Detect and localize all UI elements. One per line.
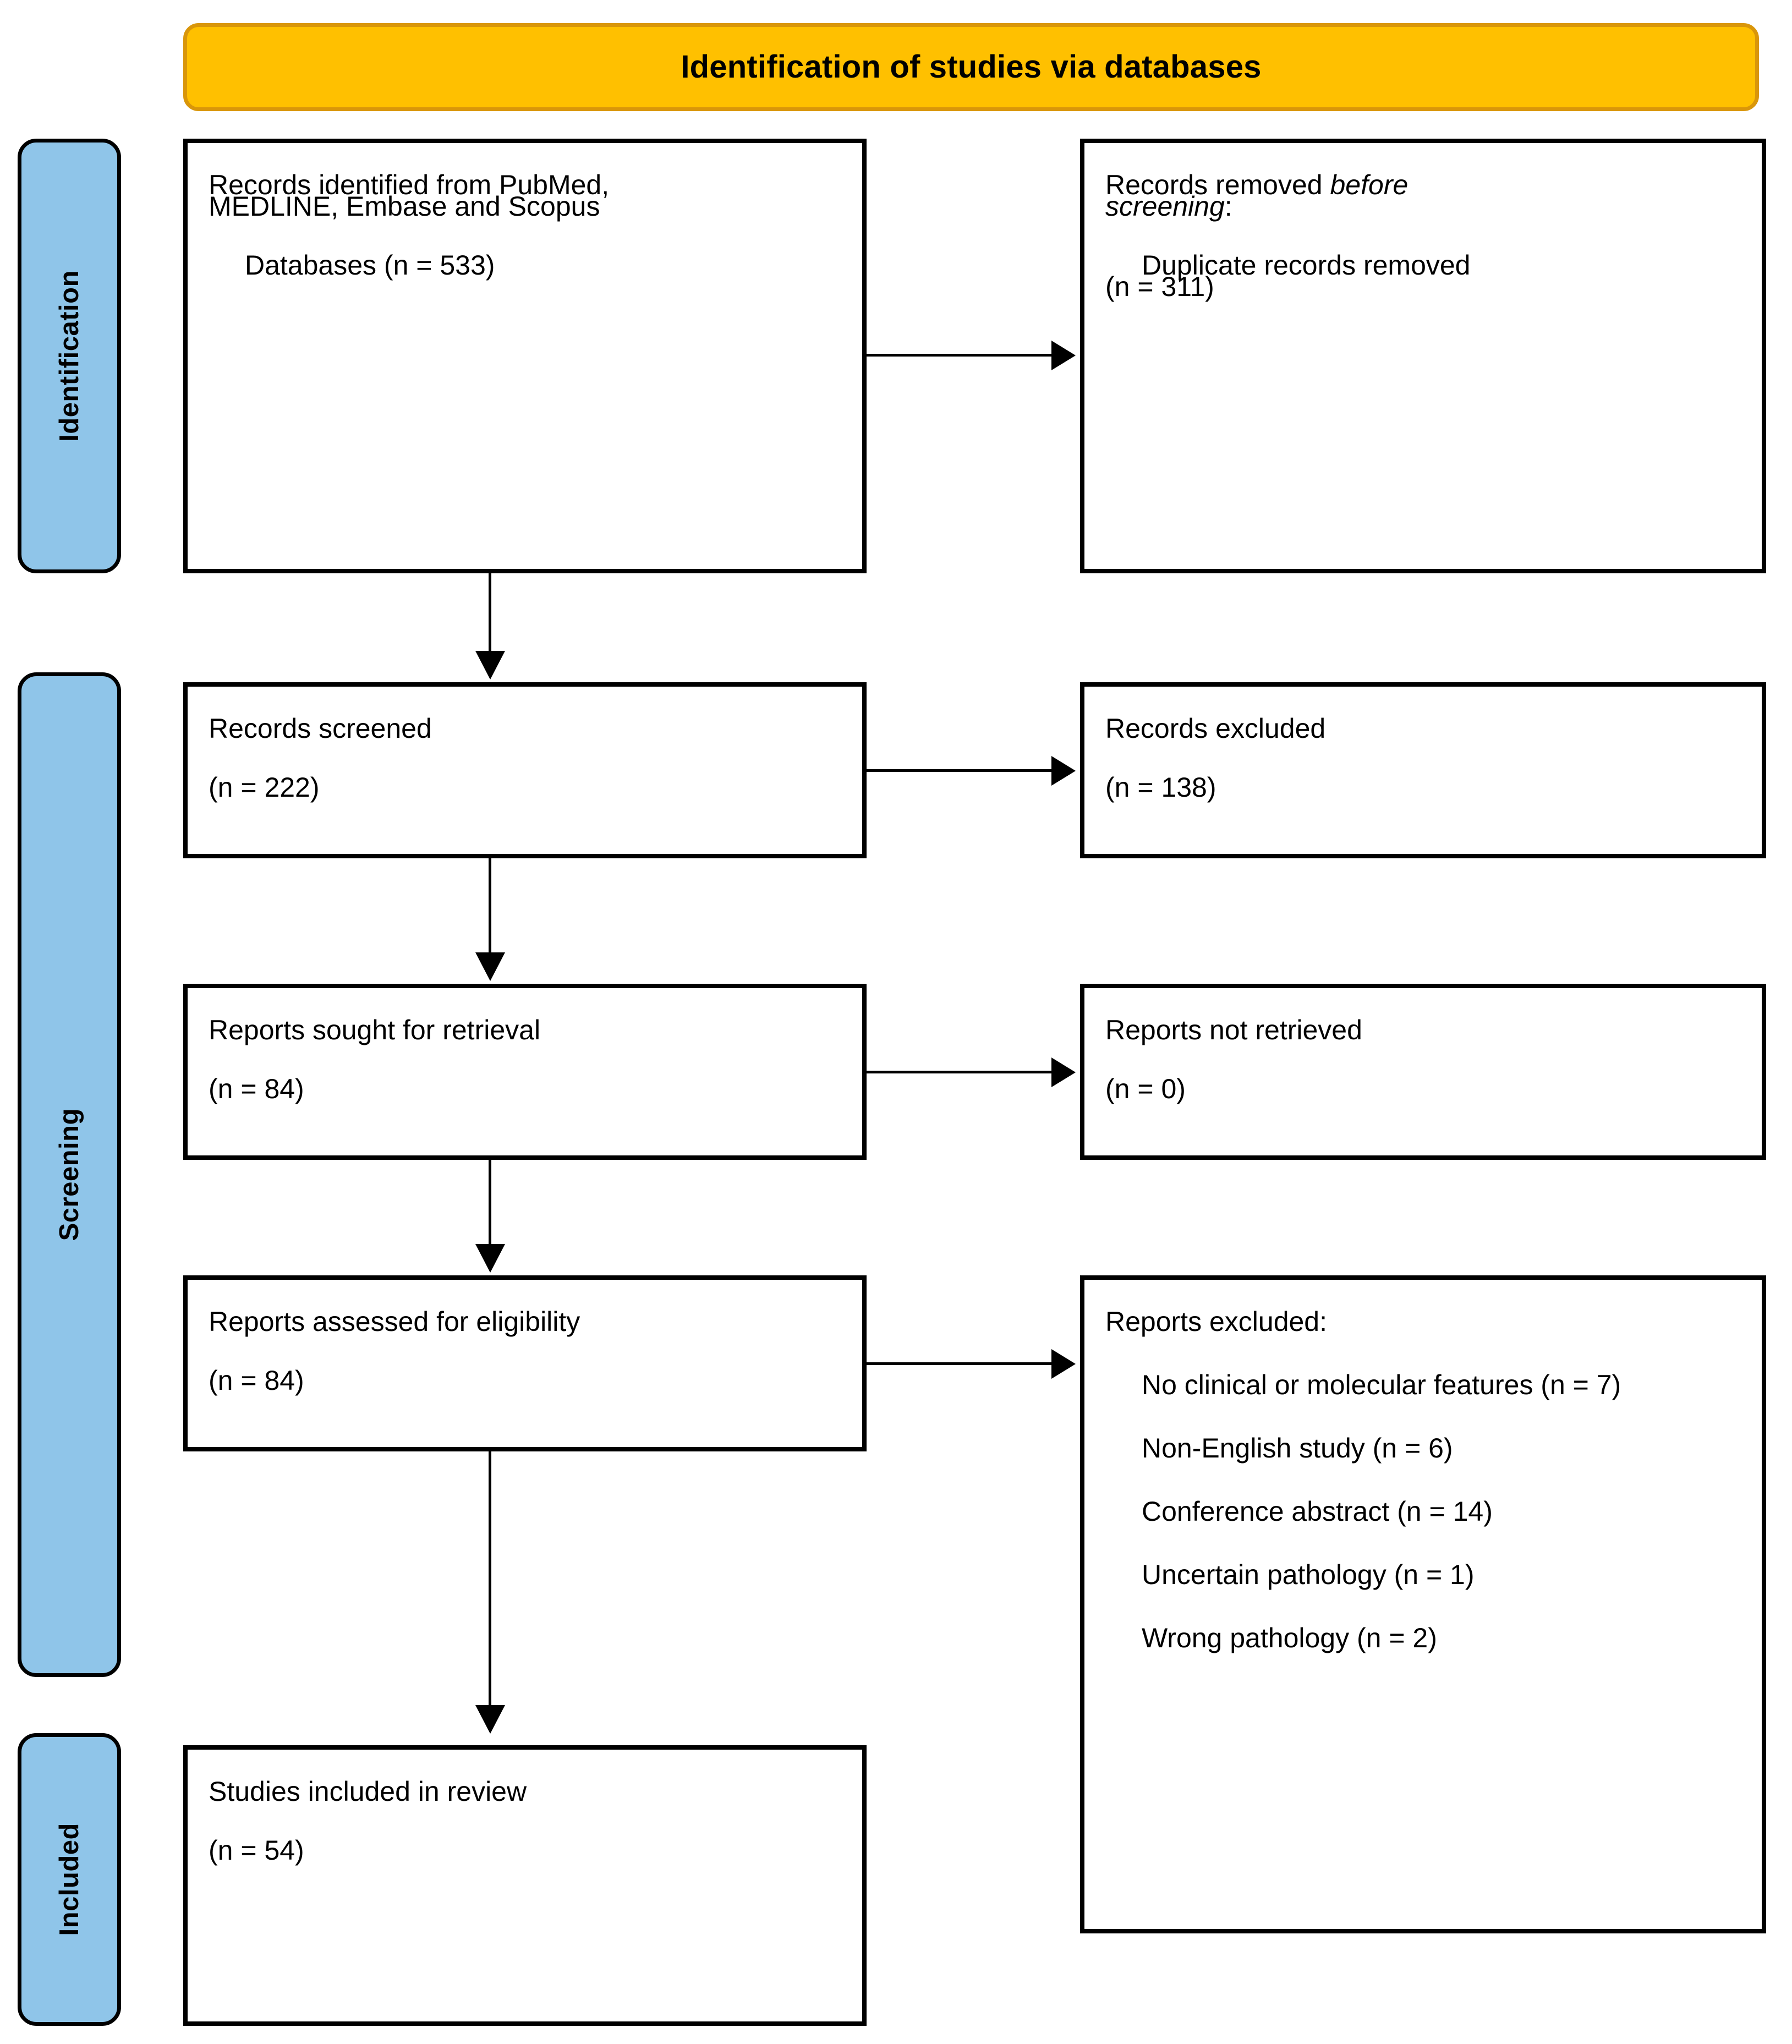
reports-assessed-label: Reports assessed for eligibility [209, 1306, 580, 1337]
connector-screened-to-excluded [867, 769, 1054, 772]
reports-sought-count: (n = 84) [209, 1073, 304, 1104]
connector-identified-to-removed [867, 354, 1054, 357]
reports-not-retrieved-count: (n = 0) [1105, 1073, 1186, 1104]
arrow-screened-to-sought [475, 952, 505, 981]
records-removed-line1: Records removed before [1105, 168, 1741, 202]
arrow-screened-to-excluded [1051, 756, 1076, 786]
stage-band-screening: Screening [18, 672, 121, 1677]
duplicate-records-removed-label: Duplicate records removed [1142, 250, 1471, 281]
stage-band-identification: Identification [18, 139, 121, 573]
stage-band-included-label: Included [54, 1823, 84, 1936]
box-reports-sought-for-retrieval: Reports sought for retrieval (n = 84) [183, 984, 867, 1160]
duplicate-records-removed-count: (n = 311) [1105, 271, 1214, 302]
connector-assessed-to-reports-excluded [867, 1362, 1054, 1365]
box-records-screened: Records screened (n = 222) [183, 682, 867, 858]
stage-band-included: Included [18, 1733, 121, 2026]
header-banner-title: Identification of studies via databases [681, 49, 1262, 85]
studies-included-count: (n = 54) [209, 1835, 304, 1866]
reports-excluded-reason-3: Conference abstract (n = 14) [1142, 1496, 1493, 1527]
records-removed-line2-emphasis: screening [1105, 191, 1225, 222]
reports-excluded-title: Reports excluded: [1105, 1306, 1328, 1337]
box-records-identified: Records identified from PubMed, MEDLINE,… [183, 139, 867, 573]
records-identified-count: Databases (n = 533) [245, 250, 495, 281]
box-studies-included-in-review: Studies included in review (n = 54) [183, 1745, 867, 2026]
reports-excluded-reason-1: No clinical or molecular features (n = 7… [1142, 1369, 1621, 1400]
arrow-identified-to-removed [1051, 341, 1076, 370]
reports-excluded-reason-5: Wrong pathology (n = 2) [1142, 1623, 1437, 1653]
records-excluded-count: (n = 138) [1105, 772, 1216, 803]
connector-sought-to-assessed [489, 1160, 491, 1246]
connector-screened-to-sought [489, 858, 491, 955]
box-records-removed-before-screening: Records removed before screening: Duplic… [1080, 139, 1766, 573]
studies-included-label: Studies included in review [209, 1776, 527, 1807]
arrow-assessed-to-reports-excluded [1051, 1349, 1076, 1379]
reports-excluded-reason-4: Uncertain pathology (n = 1) [1142, 1559, 1475, 1590]
records-screened-count: (n = 222) [209, 772, 320, 803]
stage-band-identification-label: Identification [54, 270, 84, 442]
records-removed-line2: screening: [1105, 190, 1741, 223]
records-screened-label: Records screened [209, 713, 432, 744]
records-removed-line2-colon: : [1224, 191, 1232, 222]
reports-assessed-count: (n = 84) [209, 1365, 304, 1396]
arrow-sought-to-not-retrieved [1051, 1057, 1076, 1087]
records-removed-line1-emphasis: before [1330, 169, 1409, 200]
records-identified-line1: Records identified from PubMed, [209, 169, 610, 200]
arrow-assessed-to-included [475, 1705, 505, 1734]
reports-excluded-reason-2: Non-English study (n = 6) [1142, 1433, 1453, 1464]
reports-not-retrieved-label: Reports not retrieved [1105, 1015, 1362, 1045]
records-removed-line1-text: Records removed [1105, 169, 1330, 200]
arrow-sought-to-assessed [475, 1244, 505, 1273]
box-reports-assessed-for-eligibility: Reports assessed for eligibility (n = 84… [183, 1275, 867, 1451]
records-identified-line2: MEDLINE, Embase and Scopus [209, 191, 600, 222]
connector-sought-to-not-retrieved [867, 1071, 1054, 1073]
header-banner: Identification of studies via databases [183, 23, 1759, 111]
box-records-excluded: Records excluded (n = 138) [1080, 682, 1766, 858]
arrow-identified-to-screened [475, 651, 505, 679]
records-excluded-label: Records excluded [1105, 713, 1326, 744]
connector-identified-to-screened [489, 573, 491, 653]
connector-assessed-to-included [489, 1451, 491, 1707]
box-reports-excluded: Reports excluded: No clinical or molecul… [1080, 1275, 1766, 1933]
box-reports-not-retrieved: Reports not retrieved (n = 0) [1080, 984, 1766, 1160]
stage-band-screening-label: Screening [54, 1108, 84, 1241]
reports-sought-label: Reports sought for retrieval [209, 1015, 541, 1045]
